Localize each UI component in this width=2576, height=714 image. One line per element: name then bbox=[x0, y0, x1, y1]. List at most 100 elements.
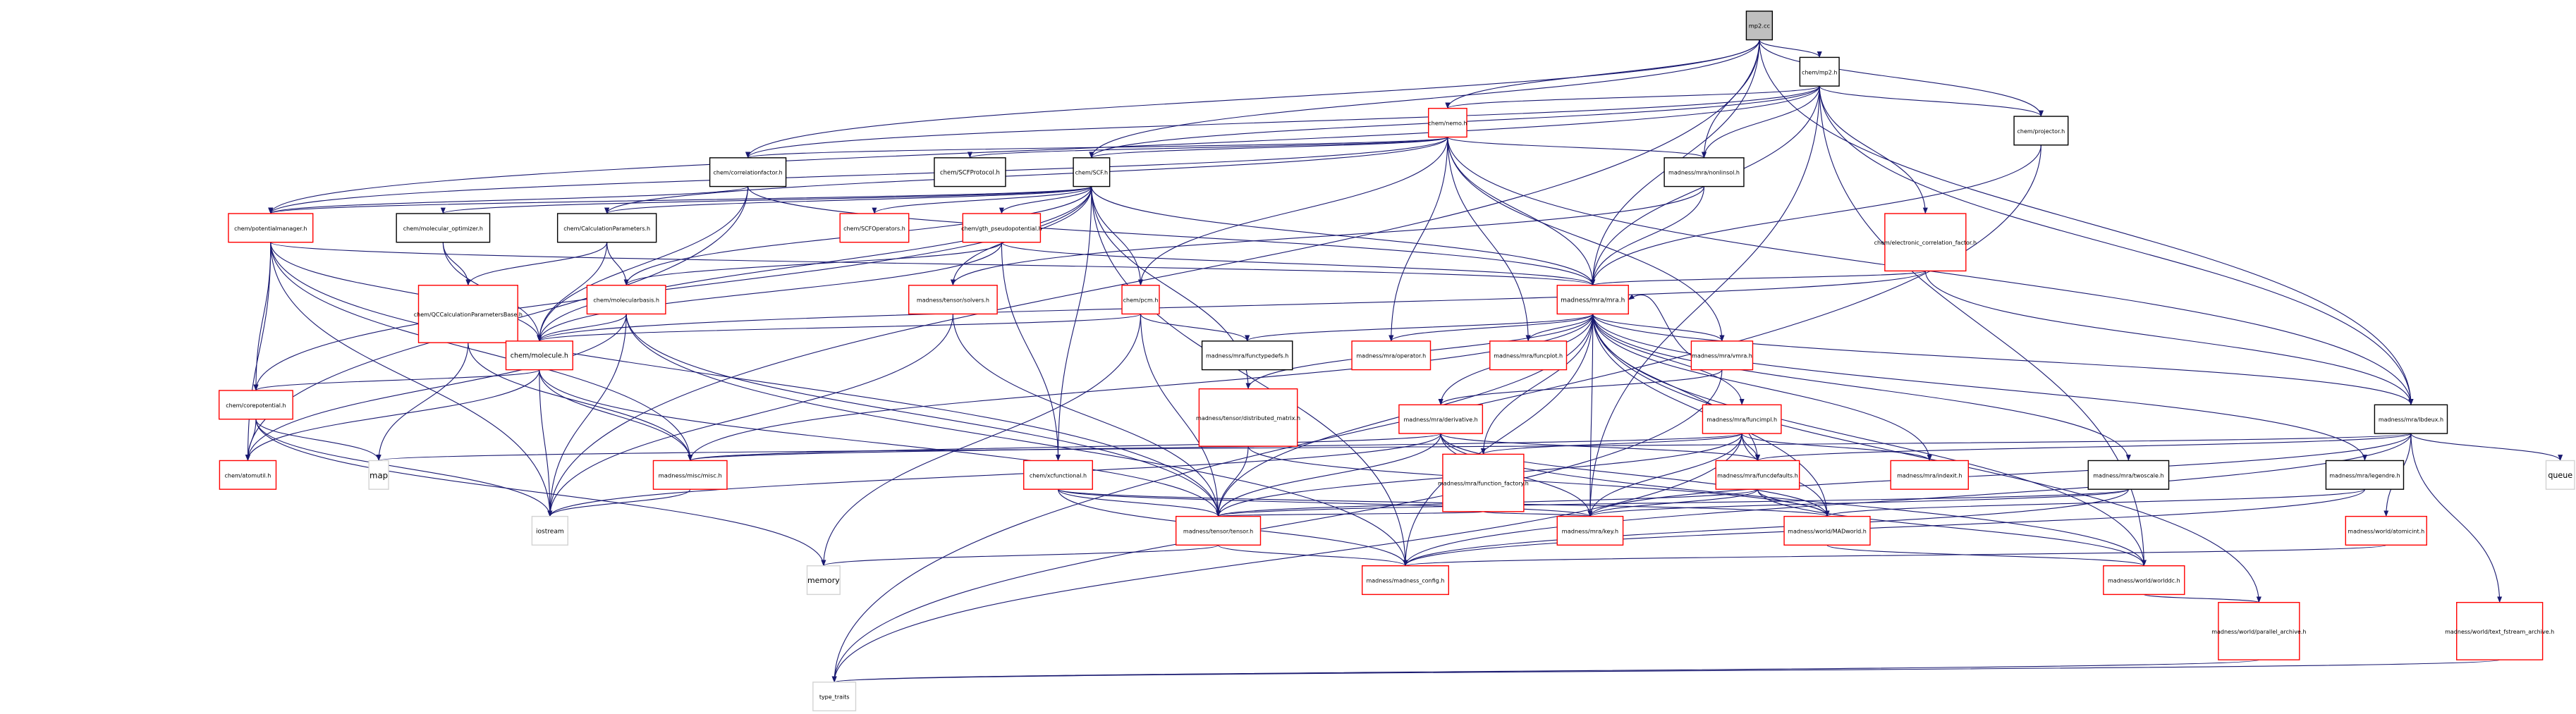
edge-nemo-to-funcplot bbox=[1447, 137, 1531, 342]
edge-tensor-to-memory bbox=[821, 544, 1219, 567]
node-distmatrix[interactable]: madness/tensor/distributed_matrix.h bbox=[1196, 388, 1300, 447]
node-box bbox=[806, 565, 841, 596]
node-box bbox=[1073, 157, 1111, 187]
node-calcparam[interactable]: chem/CalculationParameters.h bbox=[556, 213, 657, 243]
node-madconfig[interactable]: madness/madness_config.h bbox=[1361, 565, 1449, 596]
edge-worlddc-to-parallelarch bbox=[2143, 593, 2261, 603]
node-eleccorr[interactable]: chem/electronic_correlation_factor.h bbox=[1874, 213, 1977, 272]
edge-mp2h-to-nemo bbox=[1445, 85, 1820, 109]
edge-mp2cc-to-mp2h bbox=[1759, 39, 1822, 58]
edge-qccalc-to-misc bbox=[468, 343, 693, 461]
node-label: map bbox=[370, 470, 388, 480]
node-xcfunctional[interactable]: chem/xcfunctional.h bbox=[1023, 460, 1093, 490]
node-parallelarch[interactable]: madness/world/parallel_archive.h bbox=[2211, 602, 2306, 660]
node-madworld[interactable]: madness/world/MADworld.h bbox=[1783, 515, 1871, 546]
node-label: chem/potentialmanager.h bbox=[234, 226, 307, 232]
edge-scf-to-madconfig bbox=[1091, 186, 1408, 567]
node-label: madness/mra/vmra.h bbox=[1692, 353, 1752, 359]
node-funcfactory[interactable]: madness/mra/function_factory.h bbox=[1438, 453, 1529, 512]
node-box bbox=[1361, 565, 1449, 596]
node-mra[interactable]: madness/mra/mra.h bbox=[1556, 285, 1629, 315]
node-twoscale[interactable]: madness/mra/twoscale.h bbox=[2087, 460, 2170, 490]
edge-nemo-to-pcm bbox=[1138, 137, 1448, 286]
node-label: chem/CalculationParameters.h bbox=[563, 226, 650, 232]
node-projector[interactable]: chem/projector.h bbox=[2013, 116, 2069, 146]
node-qccalc[interactable]: chem/QCCalculationParametersBase.h bbox=[414, 285, 523, 343]
node-worlddc[interactable]: madness/world/worlddc.h bbox=[2103, 565, 2185, 596]
edge-molopt-to-qccalc bbox=[442, 242, 471, 286]
node-funcdefaults[interactable]: madness/mra/funcdefaults.h bbox=[1715, 460, 1800, 490]
node-mp2cc[interactable]: mp2.cc bbox=[1745, 11, 1774, 41]
node-nonlinsol[interactable]: madness/mra/nonlinsol.h bbox=[1664, 157, 1745, 187]
node-legendre[interactable]: madness/mra/legendre.h bbox=[2325, 460, 2405, 490]
node-nemo[interactable]: chem/nemo.h bbox=[1428, 108, 1467, 138]
node-molopt[interactable]: chem/molecular_optimizer.h bbox=[396, 213, 491, 243]
node-label: queue bbox=[2548, 471, 2572, 480]
node-box bbox=[1690, 340, 1754, 371]
node-label: chem/mp2.h bbox=[1802, 69, 1838, 75]
node-key[interactable]: madness/mra/key.h bbox=[1556, 515, 1624, 546]
node-funcimpl[interactable]: madness/mra/funcimpl.h bbox=[1702, 404, 1782, 434]
node-corrfactor[interactable]: chem/correlationfactor.h bbox=[709, 157, 787, 187]
node-scfops[interactable]: chem/SCFOperators.h bbox=[839, 213, 910, 243]
node-vmra[interactable]: madness/mra/vmra.h bbox=[1690, 340, 1754, 371]
node-label: madness/mra/operator.h bbox=[1356, 353, 1426, 359]
node-operator[interactable]: madness/mra/operator.h bbox=[1351, 340, 1432, 371]
node-box bbox=[2013, 116, 2069, 146]
edge-derivative-to-iostream bbox=[547, 433, 1441, 517]
node-lbdeux[interactable]: madness/mra/lbdeux.h bbox=[2374, 404, 2448, 434]
edge-mra-to-funcimpl bbox=[1592, 314, 1745, 405]
node-label: madness/mra/functypedefs.h bbox=[1206, 353, 1288, 359]
node-box bbox=[1884, 213, 1967, 272]
edge-xcfunctional-to-key bbox=[1057, 488, 1593, 517]
node-box bbox=[839, 213, 910, 243]
edge-funcimpl-to-key bbox=[1587, 433, 1742, 517]
node-label: madness/mra/funcplot.h bbox=[1494, 353, 1563, 359]
node-molbasis[interactable]: chem/molecularbasis.h bbox=[586, 285, 666, 315]
edge-potman-to-molecule bbox=[270, 242, 542, 342]
node-potman[interactable]: chem/potentialmanager.h bbox=[228, 213, 314, 243]
node-atomicint[interactable]: madness/world/atomicint.h bbox=[2345, 515, 2427, 546]
edge-nemo-to-operator bbox=[1388, 137, 1448, 342]
node-label: madness/mra/funcimpl.h bbox=[1707, 417, 1777, 423]
node-box bbox=[531, 515, 568, 546]
edge-molbasis-to-tensor bbox=[625, 314, 1221, 517]
node-mp2h[interactable]: chem/mp2.h bbox=[1799, 56, 1840, 87]
node-box bbox=[556, 213, 657, 243]
edge-corepot-to-atomutil bbox=[245, 419, 257, 461]
node-functypedefs[interactable]: madness/mra/functypedefs.h bbox=[1201, 340, 1293, 371]
edge-mra-to-functypedefs bbox=[1245, 313, 1594, 342]
edge-molecule-to-iostream bbox=[539, 369, 553, 517]
edge-nemo-to-scf bbox=[1089, 136, 1448, 159]
node-box bbox=[1890, 460, 1969, 490]
edge-mra-to-lbdeux bbox=[1592, 314, 2414, 405]
node-tensor[interactable]: madness/tensor/tensor.h bbox=[1175, 515, 1262, 546]
edge-lbdeux-to-queue bbox=[2410, 433, 2563, 461]
edge-funcfactory-to-key bbox=[1482, 510, 1593, 517]
edge-calcparam-to-qccalc bbox=[465, 242, 608, 286]
edge-corrfactor-to-mra bbox=[747, 186, 1596, 286]
node-textfstream[interactable]: madness/world/text_fstream_archive.h bbox=[2445, 602, 2554, 660]
node-box bbox=[1351, 340, 1432, 371]
node-misc[interactable]: madness/misc/misc.h bbox=[652, 460, 728, 490]
edge-mra-to-funcplot bbox=[1525, 314, 1594, 342]
node-box bbox=[908, 285, 998, 315]
node-corepot[interactable]: chem/corepotential.h bbox=[218, 390, 293, 420]
edge-derivative-to-tensor bbox=[1216, 433, 1441, 517]
node-scfprot[interactable]: chem/SCFProtocol.h bbox=[934, 157, 1006, 187]
node-label: chem/pcm.h bbox=[1123, 297, 1159, 304]
node-atomutil[interactable]: chem/atomutil.h bbox=[219, 460, 277, 490]
node-molecule[interactable]: chem/molecule.h bbox=[505, 340, 573, 371]
node-funcplot[interactable]: madness/mra/funcplot.h bbox=[1489, 340, 1568, 371]
node-box bbox=[1023, 460, 1093, 490]
node-tensorsolvers[interactable]: madness/tensor/solvers.h bbox=[908, 285, 998, 315]
node-gthpseudo[interactable]: chem/gth_pseudopotential.h bbox=[961, 213, 1042, 243]
node-indexit[interactable]: madness/mra/indexit.h bbox=[1890, 460, 1969, 490]
node-pcm[interactable]: chem/pcm.h bbox=[1121, 285, 1160, 315]
edge-mra-to-key bbox=[1587, 314, 1594, 517]
edge-twoscale-to-madconfig bbox=[1403, 489, 2129, 567]
node-derivative[interactable]: madness/mra/derivative.h bbox=[1398, 404, 1484, 434]
node-scf[interactable]: chem/SCF.h bbox=[1073, 157, 1111, 187]
node-box bbox=[2456, 602, 2544, 660]
edge-nemo-to-vmra bbox=[1447, 137, 1725, 342]
